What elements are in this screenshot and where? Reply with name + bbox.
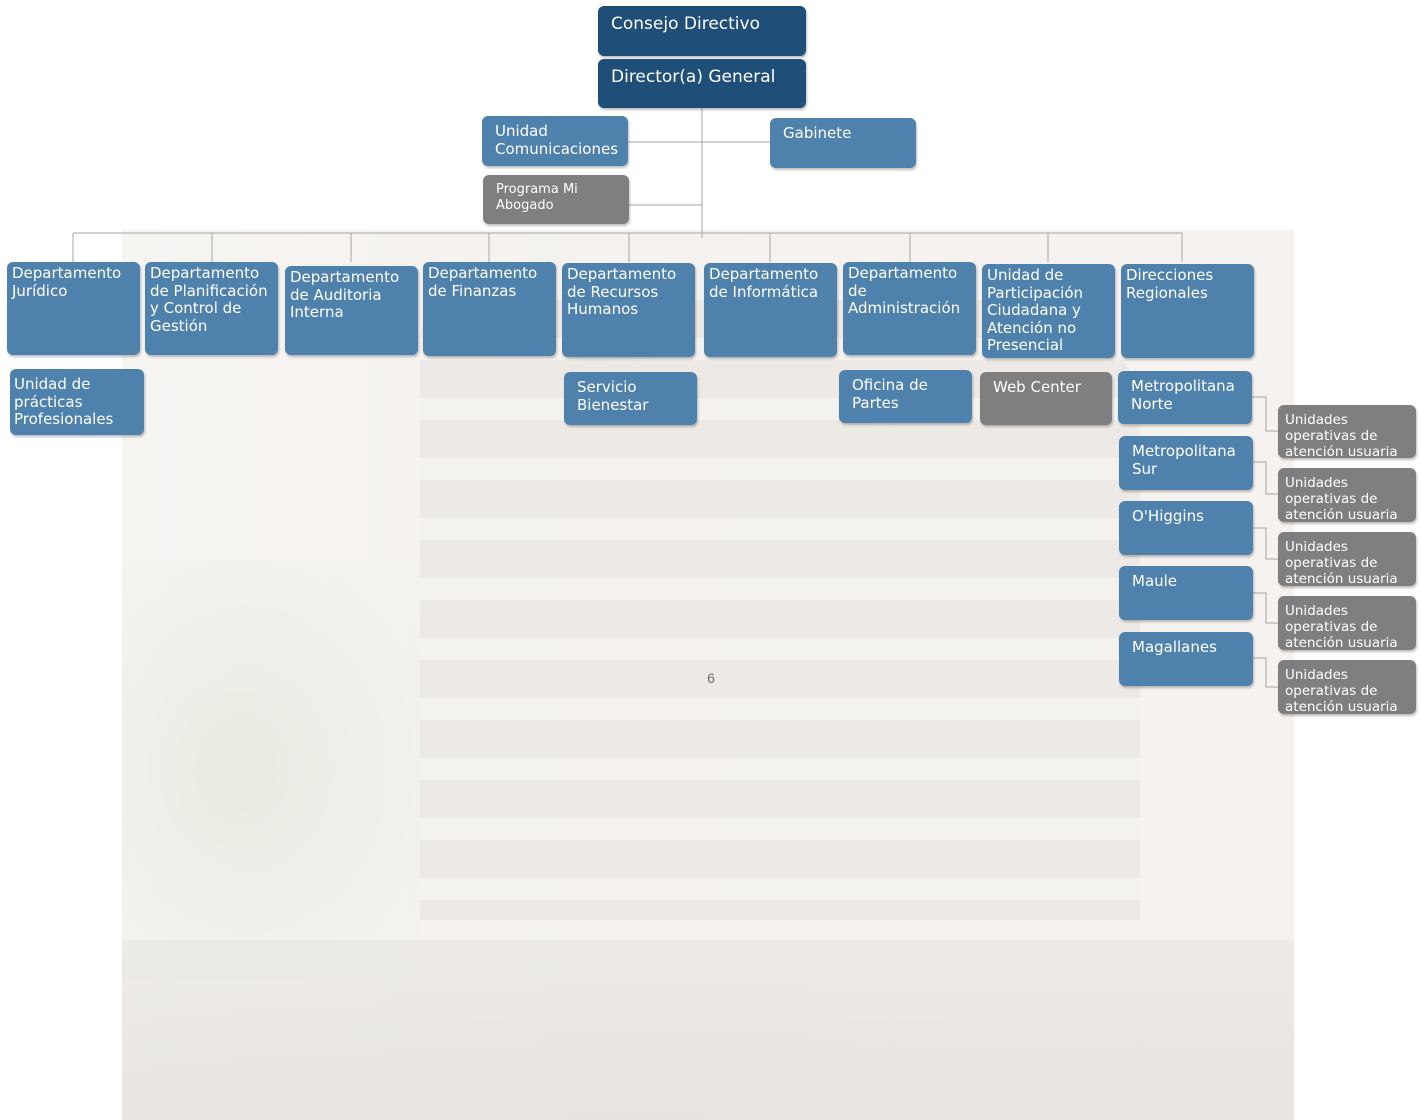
- unidad-practicas-box: Unidad de prácticas Profesionales: [10, 369, 144, 435]
- oficina-partes-label: Oficina de Partes: [852, 376, 928, 412]
- consejo-directivo-label: Consejo Directivo: [611, 14, 760, 34]
- servicio-bienestar-box: Servicio Bienestar: [564, 372, 697, 425]
- director-general-box: Director(a) General: [598, 59, 806, 108]
- unidades-operativas-box: Unidades operativas de atención usuaria: [1278, 596, 1416, 651]
- connector-region: [1252, 657, 1278, 688]
- region-label: Metropolitana Sur: [1132, 442, 1236, 478]
- dept-finanzas-label: Departamento de Finanzas: [428, 264, 538, 300]
- servicio-bienestar-label: Servicio Bienestar: [577, 378, 649, 414]
- unidades-operativas-label: Unidades operativas de atención usuaria: [1285, 475, 1398, 523]
- unidad-participacion-label: Unidad de Participación Ciudadana y Aten…: [987, 266, 1084, 354]
- gabinete-box: Gabinete: [770, 118, 916, 168]
- region-magallanes-box: Magallanes: [1119, 632, 1253, 686]
- unidades-operativas-box: Unidades operativas de atención usuaria: [1278, 532, 1416, 587]
- connector-region: [1252, 527, 1278, 560]
- consejo-directivo-box: Consejo Directivo: [598, 6, 806, 56]
- region-label: Maule: [1132, 572, 1178, 590]
- direcciones-regionales-label: Direcciones Regionales: [1126, 266, 1214, 302]
- dept-rrhh-box: Departamento de Recursos Humanos: [562, 263, 695, 357]
- dept-finanzas-box: Departamento de Finanzas: [423, 262, 556, 356]
- unidades-operativas-label: Unidades operativas de atención usuaria: [1285, 539, 1398, 587]
- region-label: Metropolitana Norte: [1131, 377, 1235, 413]
- web-center-box: Web Center: [980, 372, 1112, 425]
- oficina-partes-box: Oficina de Partes: [839, 370, 972, 423]
- background-street: [122, 940, 1294, 1120]
- unidad-comunicaciones-box: Unidad Comunicaciones: [482, 116, 628, 166]
- page-number: 6: [707, 670, 715, 686]
- connector-region: [1252, 461, 1278, 495]
- connector-region: [1252, 592, 1278, 624]
- dept-informatica-box: Departamento de Informática: [704, 263, 837, 357]
- director-general-label: Director(a) General: [611, 67, 776, 87]
- unidades-operativas-box: Unidades operativas de atención usuaria: [1278, 660, 1416, 715]
- dept-informatica-label: Departamento de Informática: [709, 265, 819, 301]
- programa-mi-abogado-label: Programa Mi Abogado: [496, 182, 578, 213]
- web-center-label: Web Center: [993, 378, 1081, 396]
- unidad-practicas-label: Unidad de prácticas Profesionales: [14, 375, 114, 428]
- region-label: Magallanes: [1132, 638, 1217, 656]
- region-maule-box: Maule: [1119, 566, 1253, 620]
- dept-planificacion-label: Departamento de Planificación y Control …: [150, 264, 268, 335]
- unidades-operativas-label: Unidades operativas de atención usuaria: [1285, 667, 1398, 715]
- dept-juridico-label: Departamento Jurídico: [12, 264, 122, 300]
- unidades-operativas-label: Unidades operativas de atención usuaria: [1285, 603, 1398, 651]
- unidades-operativas-label: Unidades operativas de atención usuaria: [1285, 412, 1398, 460]
- dept-auditoria-label: Departamento de Auditoria Interna: [290, 268, 400, 321]
- dept-planificacion-box: Departamento de Planificación y Control …: [145, 262, 278, 355]
- gabinete-label: Gabinete: [783, 124, 852, 142]
- connector-region: [1252, 396, 1278, 432]
- dept-juridico-box: Departamento Jurídico: [7, 262, 140, 355]
- unidad-participacion-box: Unidad de Participación Ciudadana y Aten…: [982, 264, 1115, 358]
- background-trees: [122, 560, 422, 980]
- region-ohiggins-box: O'Higgins: [1119, 501, 1253, 555]
- dept-auditoria-box: Departamento de Auditoria Interna: [285, 266, 418, 355]
- dept-administracion-label: Departamento de Administración: [848, 264, 961, 317]
- region-metropolitana-sur-box: Metropolitana Sur: [1119, 436, 1253, 490]
- unidades-operativas-box: Unidades operativas de atención usuaria: [1278, 405, 1416, 460]
- unidad-comunicaciones-label: Unidad Comunicaciones: [495, 122, 619, 158]
- programa-mi-abogado-box: Programa Mi Abogado: [483, 175, 629, 224]
- dept-rrhh-label: Departamento de Recursos Humanos: [567, 265, 677, 318]
- dept-administracion-box: Departamento de Administración: [843, 262, 976, 355]
- region-label: O'Higgins: [1132, 507, 1204, 525]
- unidades-operativas-box: Unidades operativas de atención usuaria: [1278, 468, 1416, 523]
- region-metropolitana-norte-box: Metropolitana Norte: [1118, 371, 1252, 424]
- direcciones-regionales-box: Direcciones Regionales: [1121, 264, 1254, 358]
